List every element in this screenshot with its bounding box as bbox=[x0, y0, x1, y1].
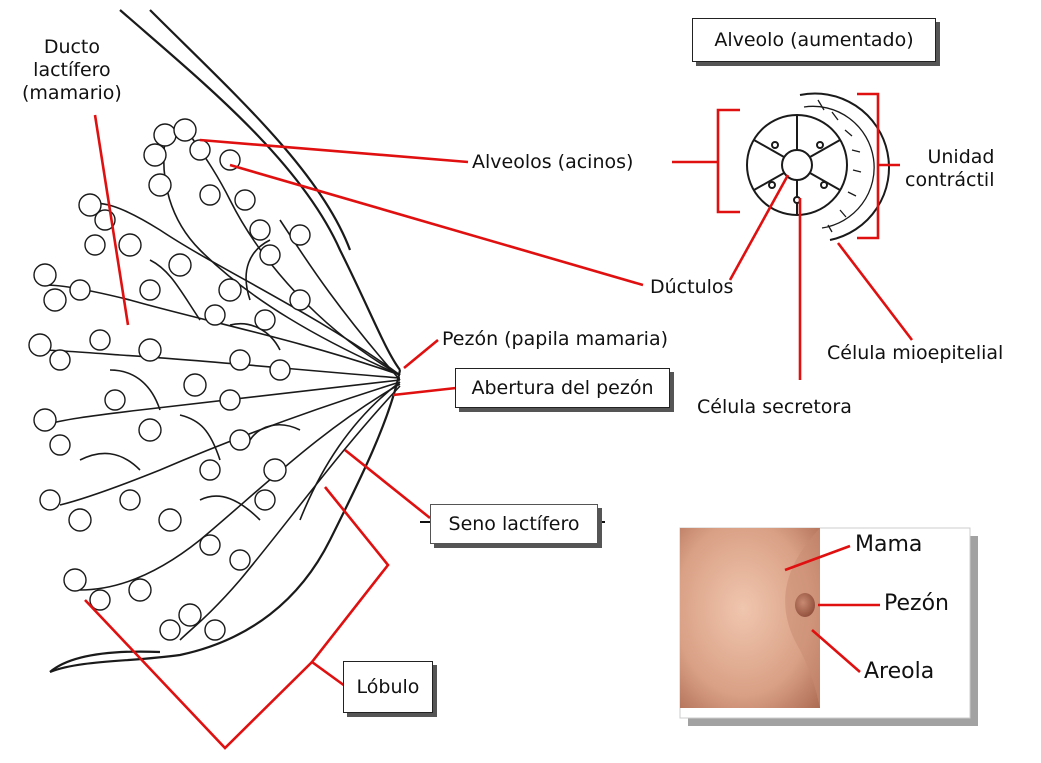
label-celula-secretora: Célula secretora bbox=[697, 396, 852, 419]
label-alveolo-aumentado: Alveolo (aumentado) bbox=[692, 18, 936, 62]
breast-photo-inset bbox=[680, 528, 978, 726]
label-pezon-papila: Pezón (papila mamaria) bbox=[442, 328, 668, 351]
leader-ductulos-left bbox=[230, 165, 643, 285]
leader-mioepitelial bbox=[838, 243, 912, 340]
label-abertura-pezon: Abertura del pezón bbox=[455, 368, 670, 408]
leader-lobulo-upper bbox=[312, 487, 388, 686]
enlarged-alveolus bbox=[747, 93, 889, 240]
label-ducto-lactifero: Ducto lactífero (mamario) bbox=[22, 36, 122, 104]
label-pezon-photo: Pezón bbox=[884, 591, 949, 617]
label-alveolos-acinos: Alveolos (acinos) bbox=[472, 151, 633, 174]
label-areola: Areola bbox=[864, 659, 934, 685]
label-lobulo: Lóbulo bbox=[343, 661, 433, 713]
label-celula-mioepitelial: Célula mioepitelial bbox=[827, 342, 1003, 365]
label-ductulos: Dúctulos bbox=[650, 276, 733, 299]
label-mama: Mama bbox=[855, 532, 922, 558]
leader-pezon bbox=[404, 340, 438, 368]
bracket-alveolo-left bbox=[718, 110, 740, 212]
label-seno-lactifero: Seno lactífero bbox=[430, 504, 598, 544]
label-unidad-contractil: Unidad contráctil bbox=[905, 146, 994, 192]
leader-abertura bbox=[393, 388, 456, 395]
